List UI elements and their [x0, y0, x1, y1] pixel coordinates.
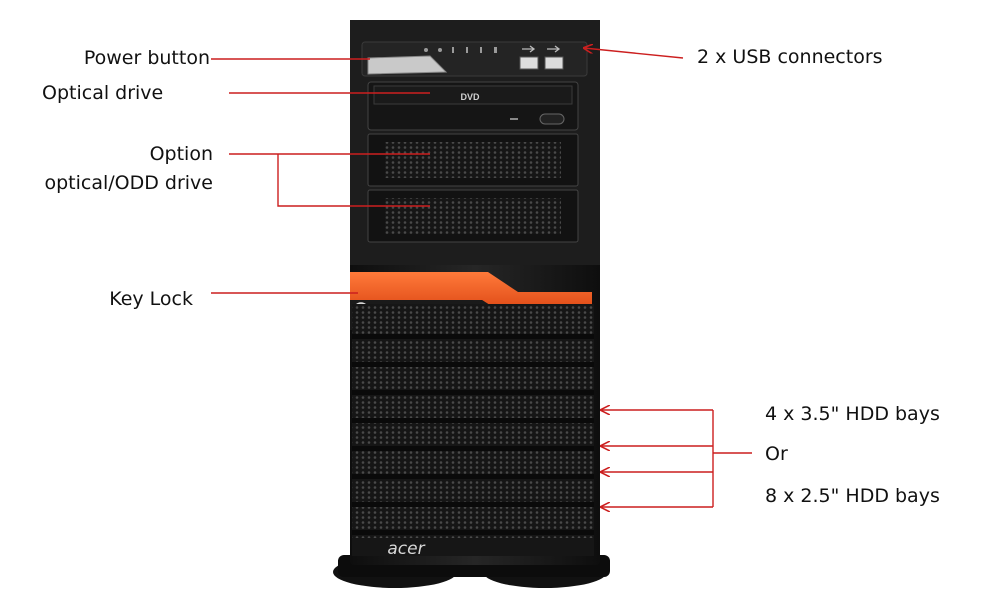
eject-button — [539, 113, 565, 125]
label-usb-connectors: 2 x USB connectors — [697, 46, 883, 68]
usb-port-2 — [544, 56, 564, 70]
power-button — [367, 55, 448, 75]
label-hdd-or: Or — [765, 443, 788, 465]
usb-icon — [522, 45, 561, 53]
leader-option-bottom — [277, 154, 430, 207]
label-optical-drive: Optical drive — [42, 82, 164, 104]
option-bay-1 — [367, 133, 579, 187]
front-mesh — [352, 304, 594, 552]
label-option-line1: Option — [149, 143, 213, 165]
label-hdd-25: 8 x 2.5" HDD bays — [765, 485, 940, 507]
dvd-badge: DVD — [460, 92, 480, 102]
server-tower: DVD acer — [333, 20, 610, 588]
leader-lines — [211, 48, 752, 507]
drive-activity-led — [510, 118, 518, 120]
logo-plate — [352, 538, 594, 556]
label-hdd-35: 4 x 3.5" HDD bays — [765, 403, 940, 425]
indicator-leds — [424, 47, 497, 53]
label-option-line2: optical/ODD drive — [44, 172, 213, 194]
leader-usb — [584, 48, 684, 59]
label-key-lock: Key Lock — [109, 288, 193, 310]
label-power-button: Power button — [83, 47, 210, 69]
option-bay-2 — [367, 189, 579, 243]
optical-drive-tray — [373, 85, 573, 105]
usb-port-1 — [519, 56, 539, 70]
mesh-ribs — [352, 334, 594, 535]
acer-logo: acer — [387, 539, 425, 559]
